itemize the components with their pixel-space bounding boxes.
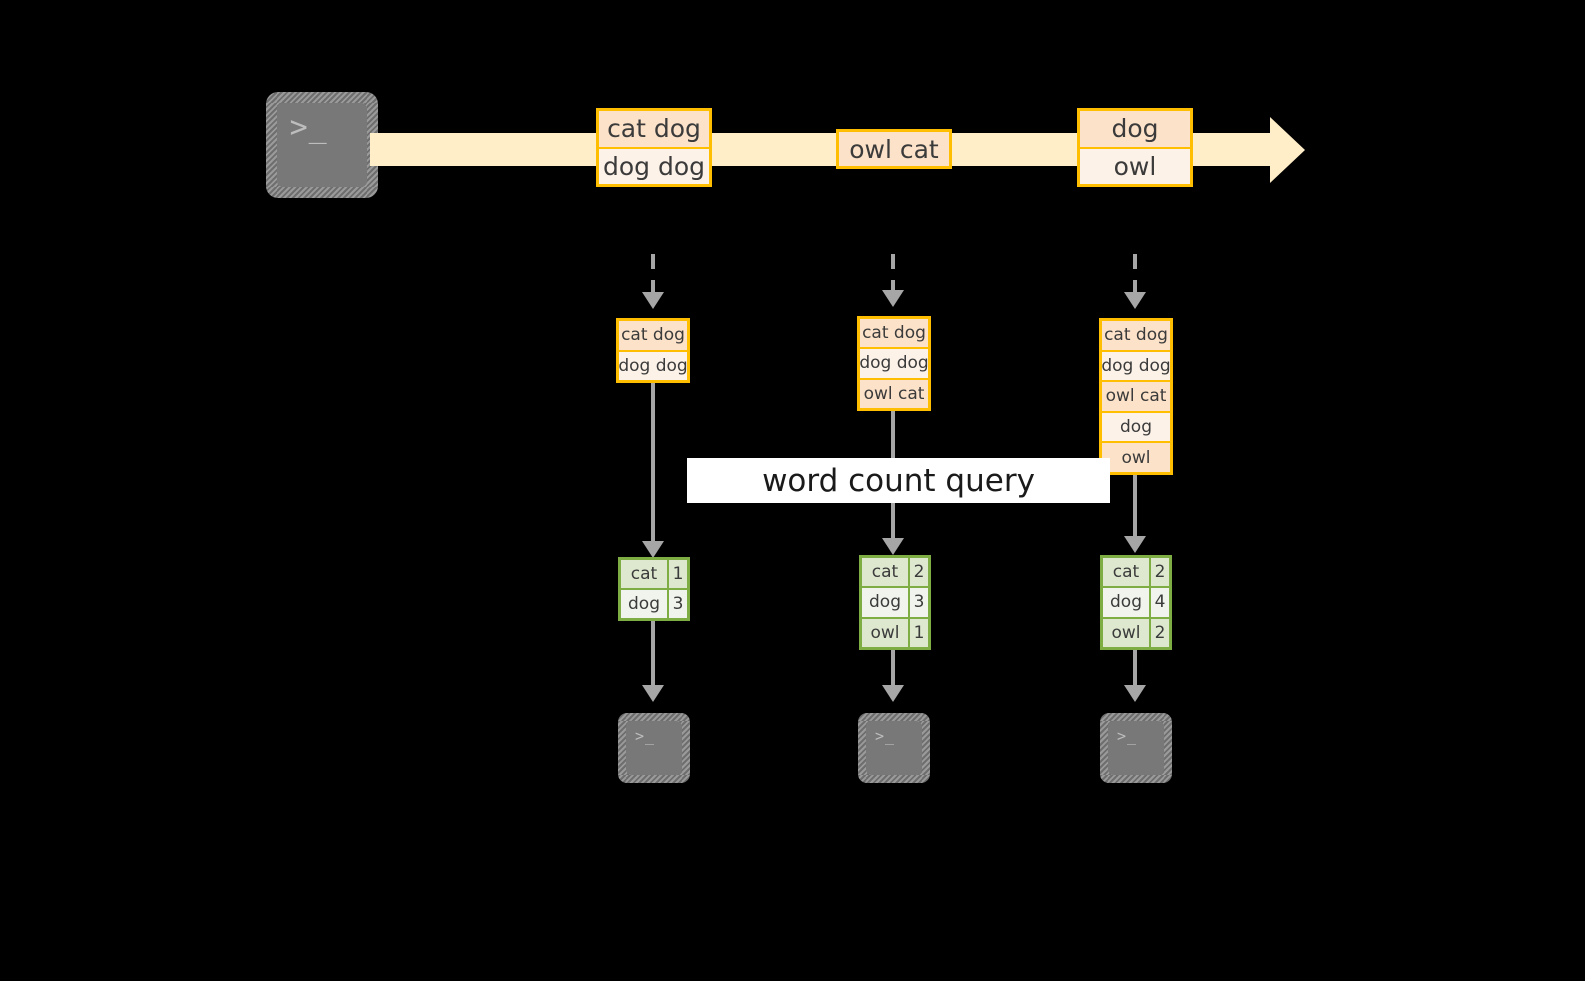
sink-terminal-icon-3: >_ xyxy=(1100,713,1172,783)
terminal-screen xyxy=(277,103,367,187)
result-word: owl xyxy=(862,618,910,647)
query-flow-line-3 xyxy=(1133,475,1137,536)
result-word: owl xyxy=(1103,618,1151,647)
terminal-prompt-text: >_ xyxy=(874,726,896,745)
result-table-1: cat 1 dog 3 xyxy=(618,557,690,621)
terminal-prompt-text: >_ xyxy=(289,110,328,146)
result-count: 3 xyxy=(913,592,925,613)
accumulated-records-3: cat dog dog dog owl cat dog owl xyxy=(1099,318,1173,475)
result-table-3: cat 2 dog 4 owl 2 xyxy=(1100,555,1172,650)
result-count: 3 xyxy=(672,594,684,614)
result-count: 2 xyxy=(1154,622,1166,643)
query-flow-line-1 xyxy=(651,383,655,541)
result-count: 1 xyxy=(913,622,925,643)
record-line: dog xyxy=(1080,111,1190,149)
accumulated-line: cat dog xyxy=(619,321,687,352)
result-output-line-2 xyxy=(891,650,895,685)
result-count: 2 xyxy=(1154,562,1166,583)
table-row: cat 2 xyxy=(862,558,928,589)
arrow-head-icon xyxy=(882,290,904,307)
table-row: cat 1 xyxy=(621,560,687,590)
sink-terminal-icon-1: >_ xyxy=(618,713,690,783)
stream-arrow-head xyxy=(1270,117,1305,183)
snapshot-trigger-line xyxy=(891,254,895,294)
terminal-prompt-text: >_ xyxy=(1116,726,1138,745)
result-table-2: cat 2 dog 3 owl 1 xyxy=(859,555,931,650)
table-row: dog 4 xyxy=(1103,588,1169,619)
arrow-head-icon xyxy=(1124,536,1146,553)
table-row: dog 3 xyxy=(862,588,928,619)
terminal-screen xyxy=(1108,721,1164,775)
stream-record: owl cat xyxy=(836,129,952,169)
accumulated-records-1: cat dog dog dog xyxy=(616,318,690,383)
result-word: cat xyxy=(862,558,910,587)
result-word: cat xyxy=(1103,558,1151,587)
table-row: owl 1 xyxy=(862,618,928,647)
record-line: dog dog xyxy=(599,148,709,184)
arrow-head-icon xyxy=(642,685,664,702)
arrow-head-icon xyxy=(642,292,664,309)
source-terminal-icon: >_ xyxy=(266,92,378,198)
arrow-head-icon xyxy=(1124,292,1146,309)
result-count: 4 xyxy=(1154,592,1166,613)
result-word: cat xyxy=(621,560,669,588)
accumulated-line: owl xyxy=(1102,443,1170,472)
snapshot-trigger-line xyxy=(1133,254,1137,296)
stream-record: cat dog dog dog xyxy=(596,108,712,187)
accumulated-line: owl cat xyxy=(1102,382,1170,413)
table-row: owl 2 xyxy=(1103,618,1169,647)
accumulated-line: cat dog xyxy=(860,319,928,350)
query-label: word count query xyxy=(687,458,1110,503)
accumulated-records-2: cat dog dog dog owl cat xyxy=(857,316,931,411)
accumulated-line: dog dog xyxy=(618,351,688,380)
result-count: 1 xyxy=(672,564,684,584)
terminal-screen xyxy=(866,721,922,775)
result-word: dog xyxy=(862,588,910,617)
table-row: dog 3 xyxy=(621,590,687,618)
record-line: owl xyxy=(1080,148,1190,184)
accumulated-line: dog xyxy=(1102,412,1170,444)
result-count: 2 xyxy=(913,562,925,583)
record-line: owl cat xyxy=(839,132,949,166)
arrow-head-icon xyxy=(642,541,664,558)
arrow-head-icon xyxy=(882,685,904,702)
record-line: cat dog xyxy=(599,111,709,149)
result-output-line-3 xyxy=(1133,650,1137,685)
result-word: dog xyxy=(1103,588,1151,617)
accumulated-line: dog dog xyxy=(1101,351,1171,383)
accumulated-line: owl cat xyxy=(860,379,928,408)
result-word: dog xyxy=(621,590,669,618)
table-row: cat 2 xyxy=(1103,558,1169,589)
terminal-screen xyxy=(626,721,682,775)
stream-record: dog owl xyxy=(1077,108,1193,187)
sink-terminal-icon-2: >_ xyxy=(858,713,930,783)
accumulated-line: cat dog xyxy=(1102,321,1170,352)
terminal-prompt-text: >_ xyxy=(634,726,656,745)
arrow-head-icon xyxy=(1124,685,1146,702)
snapshot-trigger-line xyxy=(651,254,655,296)
result-output-line-1 xyxy=(651,621,655,685)
accumulated-line: dog dog xyxy=(859,349,929,380)
arrow-head-icon xyxy=(882,538,904,555)
